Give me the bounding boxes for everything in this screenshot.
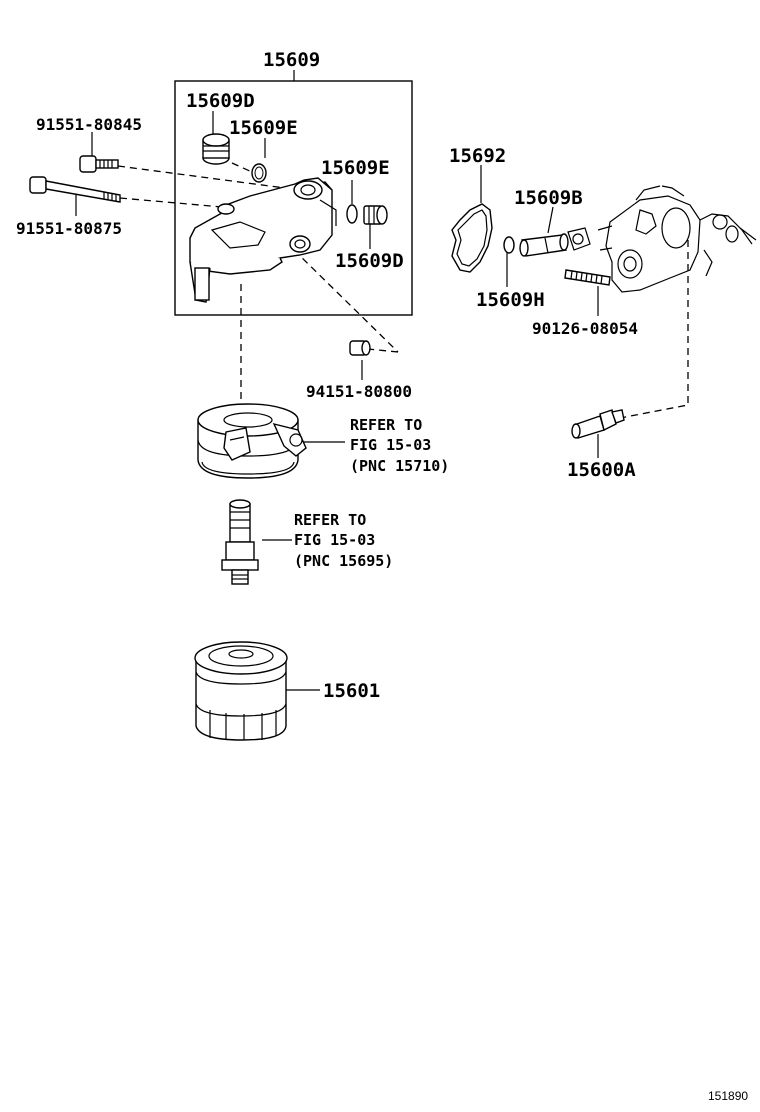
label-15609: 15609 [263,49,320,71]
plug-15609d-right-icon [363,205,388,225]
ref-pipe-line2: FIG 15-03 [294,531,375,549]
ref-cooler-line3: (PNC 15710) [350,457,449,475]
engine-block-icon [567,185,757,293]
label-plug-lower: 94151-80800 [306,382,412,401]
label-15609b: 15609B [514,187,583,209]
label-15609d-top: 15609D [186,90,255,112]
plug-lower-icon [349,340,371,356]
bolt-short-icon [79,155,119,173]
label-15609h: 15609H [476,289,545,311]
label-15609d-right: 15609D [335,250,404,272]
oil-filter-icon [194,641,288,741]
pipe-15609b-icon [519,233,569,257]
oring-15609h-icon [503,236,515,254]
gasket-15609e-top-icon [251,163,267,183]
stud-icon [564,269,611,286]
ref-cooler-line2: FIG 15-03 [350,436,431,454]
label-bolt-long: 91551-80875 [16,219,122,238]
union-15600a-icon [571,409,625,439]
label-15601: 15601 [323,680,380,702]
label-15600a: 15600A [567,459,636,481]
relief-pipe-icon [221,499,259,585]
label-15609e-top: 15609E [229,117,298,139]
figure-id: 151890 [708,1089,748,1103]
bracket-housing-icon [189,177,337,303]
label-stud: 90126-08054 [532,319,638,338]
label-15692: 15692 [449,145,506,167]
gasket-15609e-right-icon [346,204,358,224]
leader-lines [75,70,689,691]
gasket-15692-icon [451,203,493,273]
ref-pipe-line1: REFER TO [294,511,366,529]
bolt-long-icon [29,176,121,203]
oil-cooler-icon [197,403,307,479]
ref-pipe-line3: (PNC 15695) [294,552,393,570]
plug-15609d-top-icon [202,133,230,165]
label-15609e-right: 15609E [321,157,390,179]
ref-cooler-line1: REFER TO [350,416,422,434]
label-bolt-short: 91551-80845 [36,115,142,134]
